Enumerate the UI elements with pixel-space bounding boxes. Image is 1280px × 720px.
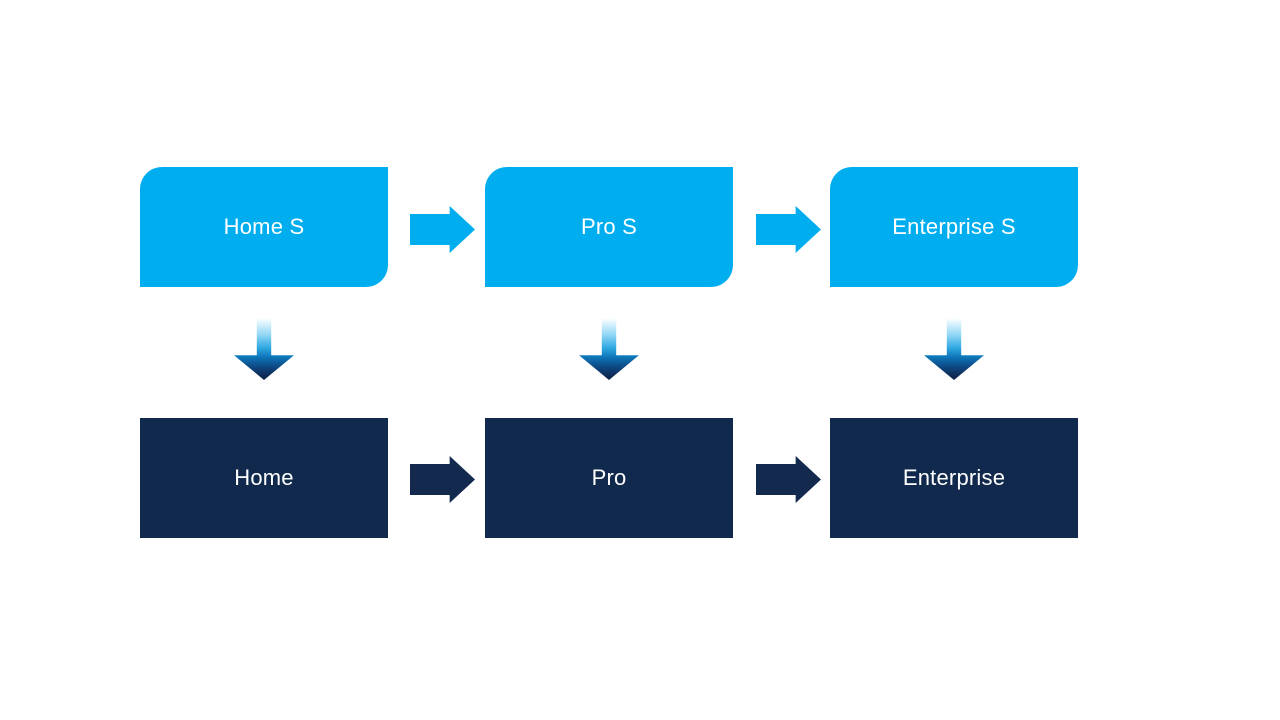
node-pro-s-label: Pro S: [580, 214, 638, 239]
node-pro-s: Pro S: [485, 167, 733, 287]
right-arrow-icon: [756, 456, 821, 503]
right-arrow-icon: [756, 206, 821, 253]
node-home-s-label: Home S: [223, 214, 305, 239]
down-arrow-icon: [234, 318, 294, 380]
down-arrow-icon: [924, 318, 984, 380]
node-home-s: Home S: [140, 167, 388, 287]
right-arrow-icon: [410, 206, 475, 253]
node-enterprise: Enterprise: [830, 418, 1078, 538]
node-enterprise-label: Enterprise: [902, 465, 1006, 490]
node-enterprise-s: Enterprise S: [830, 167, 1078, 287]
right-arrow-icon: [410, 456, 475, 503]
node-home-label: Home: [234, 465, 294, 490]
node-enterprise-s-label: Enterprise S: [892, 214, 1016, 239]
node-pro-label: Pro: [591, 465, 627, 490]
down-arrow-icon: [579, 318, 639, 380]
node-pro: Pro: [485, 418, 733, 538]
node-home: Home: [140, 418, 388, 538]
